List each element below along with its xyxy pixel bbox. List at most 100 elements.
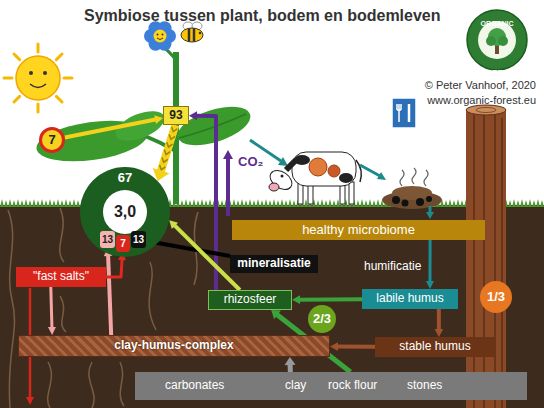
cow	[292, 152, 356, 186]
tree-trunk	[466, 110, 506, 408]
node-text: carbonates	[165, 379, 224, 393]
process-box: mineralisatie	[230, 255, 318, 273]
node-text: 7	[48, 133, 55, 148]
edge-label: humificatie	[362, 259, 423, 273]
tree-trunk	[466, 105, 506, 115]
soil	[8, 210, 15, 408]
arrow-head	[169, 220, 178, 229]
copyright-note-box: © Peter Vanhoof, 2020	[425, 75, 536, 93]
logo	[498, 36, 508, 46]
cow	[309, 158, 327, 176]
ratio-circle: 3,0	[103, 190, 147, 234]
co2-arrow	[223, 150, 233, 159]
soil	[60, 296, 66, 332]
connector-arrow	[426, 240, 434, 289]
logo	[478, 21, 516, 59]
edge-label: CO₂	[236, 154, 265, 169]
sun	[4, 44, 72, 112]
node-text: rhizosfeer	[224, 293, 277, 307]
node-text: 2/3	[313, 312, 331, 327]
arrow-head	[154, 115, 163, 124]
value-box: 93	[163, 106, 189, 125]
soil	[48, 362, 52, 408]
arrow-cow-dung	[377, 172, 386, 180]
chevron-mark	[167, 142, 173, 147]
logo-text-box: ORGANIC	[480, 12, 513, 30]
humus-box: stable humus	[375, 337, 495, 357]
soil	[149, 262, 156, 330]
connector-arrow	[435, 309, 444, 337]
node-text: 7	[120, 238, 126, 250]
node-text: healthy microbiome	[302, 223, 415, 238]
copyright-note: © Peter Vanhoof, 2020	[425, 79, 536, 91]
node-text: clay	[285, 379, 306, 393]
arrow-head	[48, 327, 56, 335]
food-sign	[392, 98, 416, 128]
soil	[120, 362, 124, 406]
node-text: rock flour	[328, 379, 377, 393]
cow	[286, 160, 296, 170]
arrow-head	[426, 281, 434, 289]
connector-line	[106, 258, 122, 277]
dung-pile	[402, 200, 409, 207]
co2-arrow	[223, 150, 233, 216]
connector-line	[298, 297, 362, 301]
dung-pile	[426, 196, 432, 202]
chevron-mark	[162, 157, 168, 162]
website-note: www.organic-forest.eu	[427, 94, 536, 106]
co2-arrow	[226, 158, 230, 216]
chevron-mark	[169, 135, 175, 140]
chevron-mark	[160, 165, 166, 170]
connector-line	[51, 287, 52, 329]
mineral-band: carbonates clay rock flour stones	[135, 372, 527, 400]
node-text: labile humus	[376, 292, 443, 306]
connector-arrow	[48, 287, 56, 335]
arrow-head	[189, 111, 197, 120]
clay-humus-band: clay-humus-complex	[18, 335, 330, 357]
fraction-circle: 2/3	[308, 305, 336, 333]
node-text: stones	[407, 379, 442, 393]
leaching-arrow	[26, 397, 34, 405]
sun	[29, 71, 33, 75]
arrow-head	[435, 329, 444, 337]
pie-segment: 7	[116, 235, 130, 252]
flower	[144, 21, 176, 51]
dung-pile	[392, 196, 400, 204]
node-text: 3,0	[114, 203, 136, 221]
arrow-dung-soil	[426, 206, 434, 219]
node-text: stable humus	[399, 340, 470, 354]
diagram-title: Symbiose tussen plant, bodem en bodemlev…	[84, 7, 441, 24]
cow	[339, 173, 353, 183]
connector-line	[437, 309, 441, 331]
food-sign	[397, 104, 401, 122]
soil	[0, 205, 544, 408]
node-text: "fast salts"	[33, 270, 89, 284]
website-note-box: www.organic-forest.eu	[427, 90, 536, 108]
logo-text: FOREST	[483, 69, 511, 76]
arrow-dung-soil	[429, 206, 432, 213]
fraction-circle: 1/3	[480, 281, 512, 313]
logo	[467, 10, 527, 70]
connector-arrow	[65, 115, 163, 137]
tree-trunk	[466, 105, 506, 408]
humus-box: labile humus	[362, 289, 458, 309]
arrow-head	[271, 310, 281, 319]
tree-trunk	[476, 108, 496, 113]
flower	[157, 38, 163, 40]
node-text: 13	[133, 234, 144, 246]
microbiome-band: healthy microbiome	[232, 220, 485, 240]
node-text: 93	[169, 109, 182, 123]
soil	[60, 208, 64, 262]
soil	[89, 362, 94, 408]
connector-arrow	[330, 342, 375, 351]
sun	[30, 84, 46, 88]
food-sign	[408, 104, 411, 122]
pie-segment: 13	[100, 231, 115, 248]
node-text: clay-humus-complex	[114, 339, 233, 353]
bee	[189, 29, 194, 42]
bee	[199, 32, 202, 35]
sun	[16, 56, 60, 100]
title-box: Symbiose tussen plant, bodem en bodemlev…	[84, 7, 441, 25]
dung-pile	[416, 198, 424, 206]
